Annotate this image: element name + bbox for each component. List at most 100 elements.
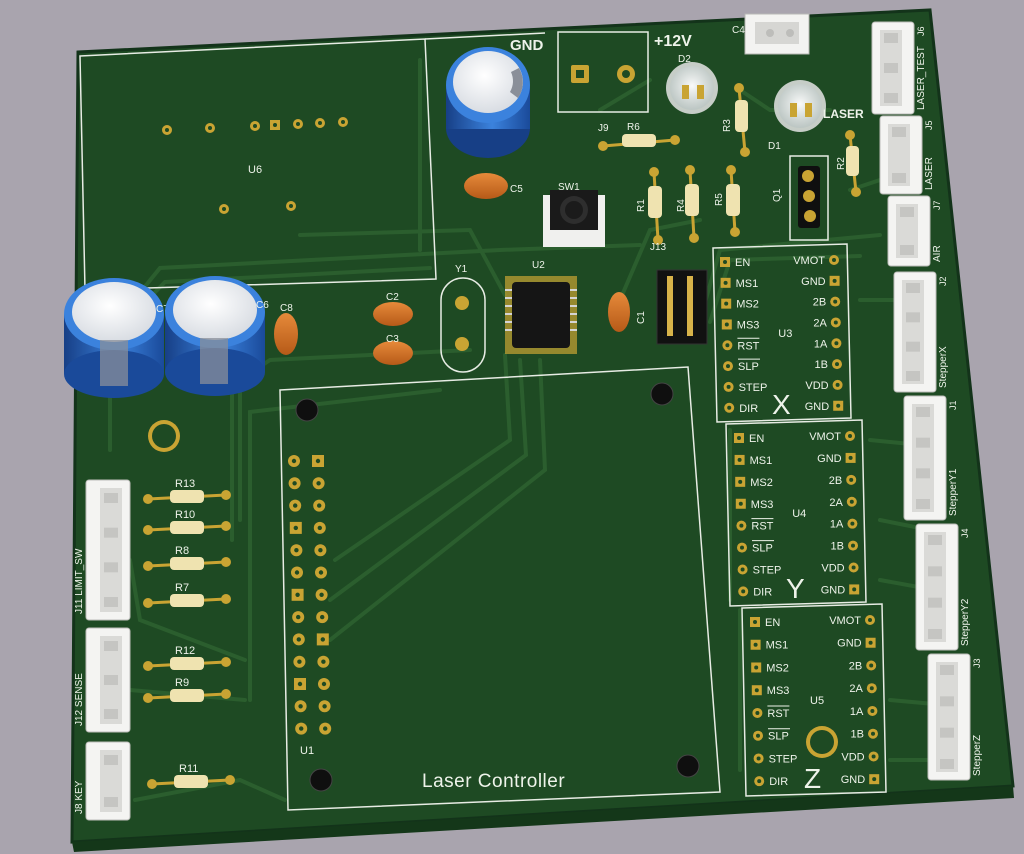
driver-pin-label-2b: 2B (813, 297, 826, 309)
ref-c1: C1 (636, 311, 647, 324)
connector-ref: J4 (960, 528, 970, 538)
driver-pin-label-gnd: GND (805, 401, 830, 413)
driver-pin-label-vmot: VMOT (793, 255, 825, 267)
connector-label: J11 LIMIT_SW (74, 548, 85, 614)
u6-module-outline (79, 38, 437, 291)
driver-pin-label-ms3: MS3 (737, 319, 760, 331)
stepper-driver-footprints: ENMS1MS2MS3RSTSLPSTEPDIRVMOTGND2B2A1A1BV… (712, 243, 887, 797)
driver-pin-label-step: STEP (769, 753, 798, 765)
resistor-r2 (845, 130, 861, 197)
electrolytic-capacitor-c7 (64, 278, 164, 398)
connector-ref: J6 (916, 26, 926, 36)
driver-pin-label-gnd: GND (817, 453, 842, 465)
capacitor-c1 (608, 292, 630, 332)
u1-header-pins (288, 455, 332, 735)
ref-c6: C6 (256, 300, 269, 311)
right-connectors: LASER_TESTJ6LASERJ5AIRJ7StepperXJ2Steppe… (871, 21, 983, 781)
driver-ref: U5 (810, 695, 824, 707)
driver-pin-label-en: EN (735, 257, 750, 269)
resistors-r1-r4-r5 (648, 165, 740, 245)
connector-label: J8 KEY (74, 780, 85, 814)
driver-pin-label-ms3: MS3 (767, 685, 790, 697)
resistor-body (170, 594, 204, 607)
connector-label: LASER_TEST (916, 46, 927, 110)
resistor-body (170, 557, 204, 570)
left-connectors: J11 LIMIT_SW J12 SENSE J8 KEY (74, 479, 131, 821)
pushbutton-sw1 (543, 190, 605, 247)
driver-pin-label-vdd: VDD (841, 751, 864, 763)
driver-pin-label-2a: 2A (829, 497, 843, 509)
ref-d2: D2 (678, 54, 691, 65)
connector-label: J12 SENSE (74, 673, 85, 726)
driver-pin-label-2b: 2B (849, 660, 862, 672)
driver-pin-label-dir: DIR (753, 586, 772, 598)
capacitor-c2 (373, 302, 413, 326)
ref-r6: R6 (627, 122, 640, 133)
resistor-ref: R12 (175, 645, 195, 657)
mcu-u2 (505, 276, 577, 354)
driver-pin-label-ms1: MS1 (750, 455, 773, 467)
resistor-body (170, 689, 204, 702)
resistor-ref: R9 (175, 677, 189, 689)
connector-ref: J1 (948, 400, 958, 410)
driver-ref: U4 (792, 508, 806, 520)
ref-c2: C2 (386, 292, 399, 303)
driver-pin-label-gnd: GND (837, 638, 862, 650)
driver-pin-label-slp: SLP (738, 361, 759, 373)
capacitor-c5 (464, 173, 508, 199)
capacitor-c3 (373, 341, 413, 365)
driver-pin-label-vdd: VDD (805, 380, 828, 392)
connector-label: StepperZ (972, 735, 983, 776)
driver-pin-label-2b: 2B (829, 475, 842, 487)
driver-outline (712, 243, 852, 423)
driver-pin-label-ms2: MS2 (750, 477, 773, 489)
driver-pin-label-en: EN (765, 617, 780, 629)
resistor-ref: R13 (175, 478, 195, 490)
connector-ref: J2 (938, 276, 948, 286)
driver-pin-label-1a: 1A (830, 519, 844, 531)
ref-c4: C4 (732, 25, 745, 36)
resistor-r3 (734, 83, 750, 157)
driver-pin-label-slp: SLP (768, 731, 789, 743)
capacitor-c8 (274, 313, 298, 355)
driver-pin-label-1a: 1A (814, 338, 828, 350)
driver-axis-letter: Z (804, 763, 821, 794)
ref-j13: J13 (650, 242, 667, 253)
resistor-ref: R11 (179, 763, 198, 775)
gnd-label: GND (510, 37, 544, 54)
ref-j9: J9 (598, 123, 609, 134)
driver-outline (725, 419, 867, 607)
ref-c8: C8 (280, 303, 293, 314)
ref-y1: Y1 (455, 264, 468, 275)
resistor-body (170, 521, 204, 534)
driver-pin-label-slp: SLP (752, 543, 773, 555)
ref-r1: R1 (636, 199, 647, 212)
driver-ref: U3 (778, 328, 792, 340)
driver-pin-label-ms2: MS2 (766, 662, 789, 674)
driver-pin-label-en: EN (749, 433, 764, 445)
led-d1 (774, 80, 826, 132)
resistor-body (170, 490, 204, 503)
driver-pin-label-1b: 1B (851, 729, 864, 741)
power-connector-outline (557, 31, 649, 113)
driver-axis-letter: X (772, 389, 791, 420)
board-title: Laser Controller (422, 771, 565, 792)
driver-pin-label-vdd: VDD (821, 563, 844, 575)
driver-pin-label-rst: RST (751, 521, 773, 533)
ref-d1: D1 (768, 141, 781, 152)
q1-outline (789, 155, 829, 241)
electrolytic-capacitor-top (446, 47, 530, 158)
driver-pin-label-1b: 1B (831, 541, 844, 553)
led-d2 (666, 62, 718, 114)
resistor-ref: R10 (175, 509, 195, 521)
driver-pin-label-1a: 1A (850, 706, 864, 718)
ref-c7: C7 (156, 304, 169, 315)
driver-outline (741, 603, 887, 797)
driver-pin-label-step: STEP (739, 382, 768, 394)
driver-pin-label-dir: DIR (739, 403, 758, 415)
crystal-y1 (440, 277, 486, 373)
ref-u1: U1 (300, 745, 314, 757)
